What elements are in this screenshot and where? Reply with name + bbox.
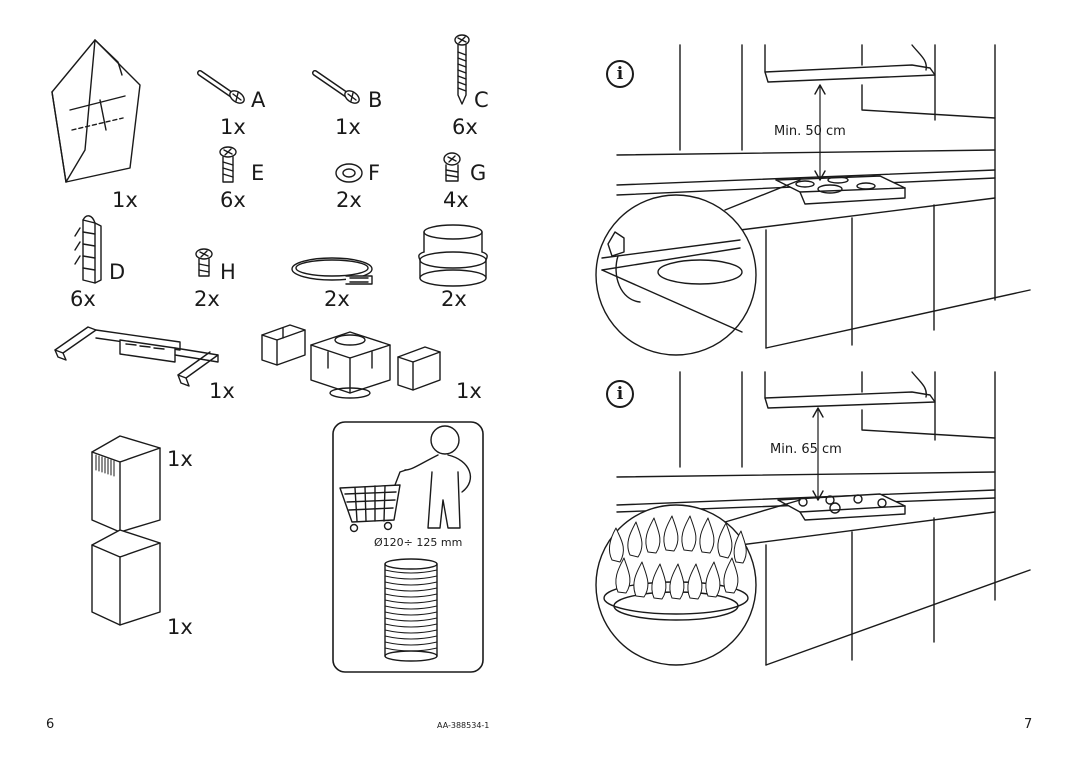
wall-plug-d-icon bbox=[74, 215, 102, 284]
duct-connector-icon bbox=[261, 324, 441, 399]
chimney-upper-qty: 1x bbox=[167, 447, 193, 471]
hose-clamp-icon bbox=[291, 257, 373, 285]
part-c-qty: 6x bbox=[452, 115, 478, 139]
bracket-qty: 1x bbox=[209, 379, 235, 403]
screw-g-icon bbox=[443, 152, 461, 182]
part-b-qty: 1x bbox=[335, 115, 361, 139]
screw-h-icon bbox=[195, 248, 213, 277]
adapter-qty: 2x bbox=[441, 287, 467, 311]
part-d-letter: D bbox=[109, 260, 126, 284]
min-distance-gas: Min. 65 cm bbox=[770, 442, 842, 457]
part-g-letter: G bbox=[470, 161, 487, 185]
washer-f-icon bbox=[335, 163, 363, 183]
duct-adapter-icon bbox=[418, 224, 488, 287]
document-code: AA-388534-1 bbox=[437, 721, 490, 730]
part-f-qty: 2x bbox=[336, 188, 362, 212]
manual-booklet-icon bbox=[51, 39, 141, 183]
part-g-qty: 4x bbox=[443, 188, 469, 212]
part-e-qty: 6x bbox=[220, 188, 246, 212]
part-e-letter: E bbox=[251, 161, 265, 185]
part-h-letter: H bbox=[220, 260, 236, 284]
part-f-letter: F bbox=[368, 161, 381, 185]
page-number-right: 7 bbox=[1024, 717, 1033, 732]
part-c-letter: C bbox=[474, 88, 489, 112]
part-a-letter: A bbox=[251, 88, 266, 112]
info-icon: i bbox=[606, 380, 634, 408]
part-a-qty: 1x bbox=[220, 115, 246, 139]
part-b-letter: B bbox=[368, 88, 383, 112]
clamp-qty: 2x bbox=[324, 287, 350, 311]
part-h-qty: 2x bbox=[194, 287, 220, 311]
info-icon: i bbox=[606, 60, 634, 88]
part-d-qty: 6x bbox=[70, 287, 96, 311]
page-number-left: 6 bbox=[46, 717, 55, 732]
manual-qty: 1x bbox=[112, 188, 138, 212]
chimney-upper-icon bbox=[91, 435, 161, 533]
screw-c-icon bbox=[454, 34, 470, 105]
duct-diameter-label: Ø120÷ 125 mm bbox=[374, 536, 463, 549]
chimney-lower-qty: 1x bbox=[167, 615, 193, 639]
min-distance-electric: Min. 50 cm bbox=[774, 124, 846, 139]
electric-installation-illustration bbox=[595, 44, 1031, 356]
chimney-lower-icon bbox=[91, 529, 161, 626]
screw-b-icon bbox=[312, 70, 360, 104]
telescopic-bracket-icon bbox=[54, 326, 219, 387]
screw-e-icon bbox=[219, 146, 237, 183]
connector-qty: 1x bbox=[456, 379, 482, 403]
screw-a-icon bbox=[197, 70, 245, 104]
gas-installation-illustration bbox=[595, 371, 1031, 666]
buy-separately-panel bbox=[332, 421, 484, 673]
